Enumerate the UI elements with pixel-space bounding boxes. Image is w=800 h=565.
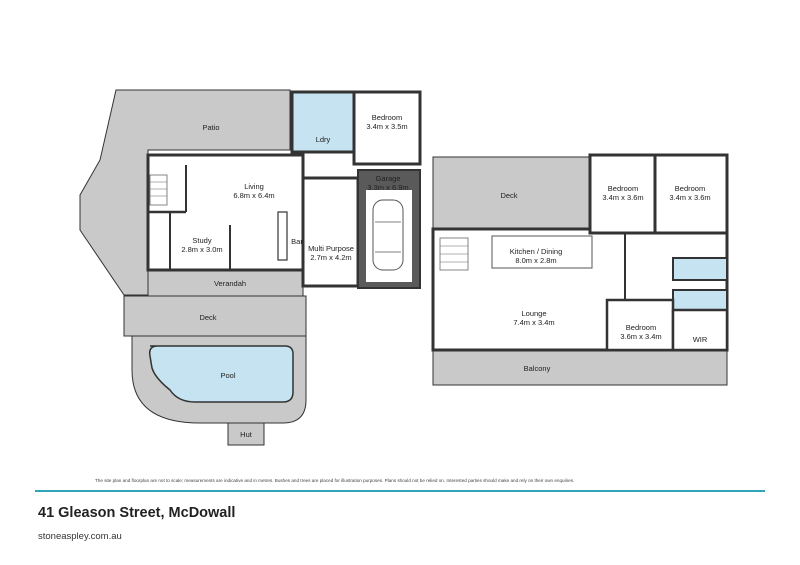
bar-counter: [277, 211, 288, 261]
multi-purpose-room: [301, 176, 360, 288]
kitchen-island: [491, 235, 593, 269]
label-deck-upper: Deck: [500, 191, 517, 200]
agency-website: stoneaspley.com.au: [38, 531, 122, 542]
bedroom-4-room: [605, 298, 675, 352]
label-patio: Patio: [202, 123, 219, 132]
label-living: Living: [244, 182, 264, 191]
label-bedroom-3-size: 3.4m x 3.6m: [669, 193, 710, 202]
deck-lower-area: [123, 295, 307, 337]
verandah-area: [147, 269, 304, 297]
label-lounge-size: 7.4m x 3.4m: [513, 318, 554, 327]
disclaimer-text: The site plan and floorplan are not to s…: [95, 478, 575, 483]
label-laundry: Ldry: [316, 135, 331, 144]
label-verandah: Verandah: [214, 279, 246, 288]
wir-room: [671, 308, 729, 352]
balcony-area: [432, 349, 728, 386]
label-lounge: Lounge: [521, 309, 546, 318]
label-bedroom-2-size: 3.4m x 3.6m: [602, 193, 643, 202]
bedroom-2-room: [588, 153, 657, 235]
hut-area: [227, 422, 265, 446]
bathroom-2: [672, 289, 728, 311]
label-multi-purpose-size: 2.7m x 4.2m: [310, 253, 351, 262]
bedroom-3-room: [653, 153, 729, 235]
bathroom-1: [672, 257, 728, 281]
footer-divider: [35, 490, 765, 492]
label-deck-lower: Deck: [199, 313, 216, 322]
label-kitchen: Kitchen / Dining: [510, 247, 563, 256]
label-bar: Bar: [291, 237, 303, 246]
patio-area: [79, 89, 291, 296]
stairs-icon: [149, 174, 168, 206]
label-pool: Pool: [220, 371, 235, 380]
car-outline-icon: [372, 199, 404, 271]
label-garage: Garage: [375, 174, 400, 183]
deck-upper-area: [432, 156, 591, 230]
label-study: Study: [192, 236, 211, 245]
label-bedroom-2: Bedroom: [608, 184, 638, 193]
bedroom-top-room: [352, 90, 422, 166]
label-bedroom-3: Bedroom: [675, 184, 705, 193]
label-kitchen-size: 8.0m x 2.8m: [515, 256, 556, 265]
label-garage-size: 3.3m x 6.9m: [367, 183, 408, 192]
label-bedroom-top-size: 3.4m x 3.5m: [366, 122, 407, 131]
laundry-room: [290, 90, 356, 154]
label-bedroom-4: Bedroom: [626, 323, 656, 332]
floor-plan: Patio Ldry Bedroom 3.4m x 3.5m Living 6.…: [79, 89, 729, 446]
pool-water: [148, 345, 294, 403]
label-multi-purpose: Multi Purpose: [308, 244, 354, 253]
label-hut: Hut: [240, 430, 253, 439]
label-wir: WIR: [693, 335, 708, 344]
label-bedroom-4-size: 3.6m x 3.4m: [620, 332, 661, 341]
label-living-size: 6.8m x 6.4m: [233, 191, 274, 200]
label-study-size: 2.8m x 3.0m: [181, 245, 222, 254]
property-address: 41 Gleason Street, McDowall: [38, 505, 236, 521]
label-balcony: Balcony: [524, 364, 551, 373]
label-bedroom-top: Bedroom: [372, 113, 402, 122]
